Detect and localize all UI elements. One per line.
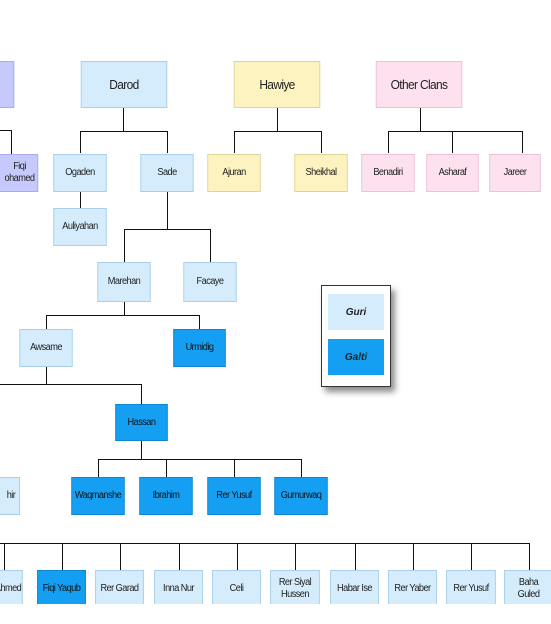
node-jareer[interactable]: Jareer bbox=[489, 154, 541, 192]
node-sheikhal[interactable]: Sheikhal bbox=[294, 154, 348, 192]
node-celi[interactable]: Celi bbox=[212, 570, 261, 608]
node-benadiri[interactable]: Benadiri bbox=[361, 154, 415, 192]
node-other-clans[interactable]: Other Clans bbox=[375, 61, 463, 108]
node-ahmed[interactable]: Ahmed bbox=[0, 570, 23, 608]
node-rer-siyal-hussen[interactable]: Rer Siyal Hussen bbox=[270, 570, 320, 608]
node-awsame[interactable]: Awsame bbox=[19, 329, 73, 367]
legend-galti: Galti bbox=[328, 339, 384, 375]
node-inna-nur[interactable]: Inna Nur bbox=[154, 570, 203, 608]
node-hir[interactable]: hir bbox=[0, 477, 20, 515]
node-gumurwaq[interactable]: Gumurwaq bbox=[274, 477, 328, 515]
legend: Guri Galti bbox=[321, 285, 391, 387]
node-urmidig[interactable]: Urmidig bbox=[173, 329, 226, 367]
node-marehan[interactable]: Marehan bbox=[97, 262, 151, 302]
node-ogaden[interactable]: Ogaden bbox=[53, 154, 107, 192]
node-rer-garad[interactable]: Rer Garad bbox=[95, 570, 144, 608]
node-darod[interactable]: Darod bbox=[80, 61, 168, 108]
node-left-clan[interactable] bbox=[0, 61, 15, 108]
node-ibrahim[interactable]: Ibrahim bbox=[139, 477, 193, 515]
node-fiqi-mohamed[interactable]: Fiqi ohamed bbox=[0, 154, 39, 192]
node-habar-ise[interactable]: Habar Ise bbox=[330, 570, 379, 608]
node-ajuran[interactable]: Ajuran bbox=[207, 154, 261, 192]
node-hawiye[interactable]: Hawiye bbox=[233, 61, 321, 108]
node-rer-yusuf[interactable]: Rer Yusuf bbox=[207, 477, 261, 515]
node-hassan[interactable]: Hassan bbox=[115, 404, 168, 441]
node-asharaf[interactable]: Asharaf bbox=[426, 154, 479, 192]
node-facaye[interactable]: Facaye bbox=[183, 262, 237, 302]
node-rer-yaber[interactable]: Rer Yaber bbox=[388, 570, 437, 608]
node-fiqi-yaqub[interactable]: Fiqi Yaqub bbox=[37, 570, 86, 608]
legend-guri: Guri bbox=[328, 294, 384, 330]
node-sade[interactable]: Sade bbox=[140, 154, 194, 192]
node-auliyahan[interactable]: Auliyahan bbox=[53, 208, 107, 246]
node-baha-guled[interactable]: Baha Guled bbox=[504, 570, 551, 608]
canvas-bottom-edge bbox=[0, 604, 551, 624]
node-waqmanshe[interactable]: Waqmanshe bbox=[71, 477, 125, 515]
node-rer-yusuf-2[interactable]: Rer Yusuf bbox=[446, 570, 496, 608]
